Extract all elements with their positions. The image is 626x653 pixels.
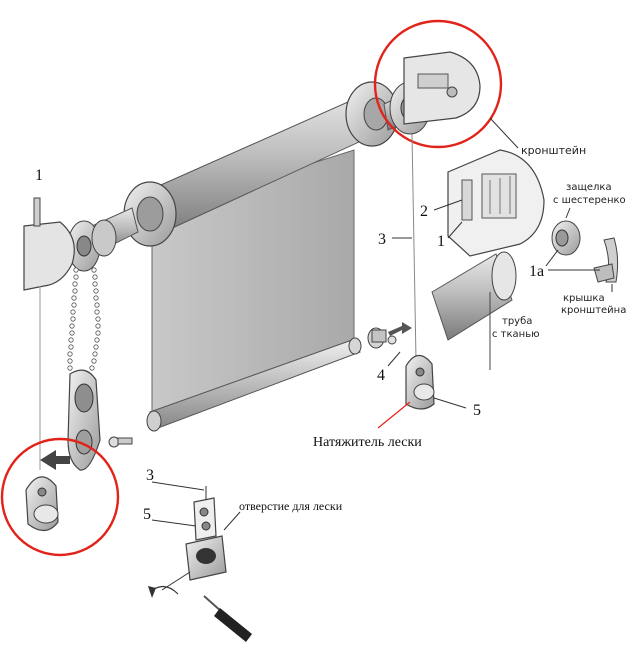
fabric-tube-detail <box>431 251 517 370</box>
leader-bracket-detail <box>489 117 519 149</box>
direction-arrow-left <box>40 450 70 470</box>
label-tube-2: с тканью <box>492 329 540 340</box>
callout-3-bottom: 3 <box>146 467 154 484</box>
leader-3-bottom <box>151 481 205 491</box>
line-tensioner-circled <box>25 476 59 532</box>
label-tensioner: Натяжитель лески <box>313 435 422 450</box>
leader-line-hole <box>223 511 241 531</box>
right-bracket-top <box>403 51 481 125</box>
line-stopper <box>367 322 412 349</box>
leader-1-right <box>447 221 463 239</box>
label-bracket: кронштейн <box>521 144 586 157</box>
chain-connector <box>108 436 133 448</box>
left-bracket <box>23 197 75 470</box>
bottom-bar <box>146 337 362 432</box>
leader-tensioner-label <box>377 401 411 429</box>
callout-5-right: 5 <box>473 402 481 419</box>
highlight-circle-top <box>373 19 503 149</box>
leader-4 <box>387 351 401 367</box>
highlight-circle-bottom <box>0 437 120 557</box>
callout-2: 2 <box>420 203 428 220</box>
latch-gear <box>551 220 581 256</box>
leader-5-bottom <box>151 519 197 527</box>
callout-4: 4 <box>377 367 385 384</box>
label-cap-1: крышка <box>563 293 605 304</box>
leader-latch <box>565 207 571 219</box>
line-tensioner-right <box>405 354 435 410</box>
bracket-detail <box>447 149 545 257</box>
label-tube-1: труба <box>502 316 532 327</box>
callout-3-top: 3 <box>378 231 386 248</box>
bracket-cap <box>593 237 619 283</box>
guide-line-right <box>411 133 417 361</box>
callout-1a: 1а <box>529 263 544 280</box>
bead-chain <box>67 267 101 371</box>
leader-1a-latch <box>545 249 559 267</box>
callout-1-right: 1 <box>437 233 445 250</box>
tensioner-detail <box>185 497 227 581</box>
label-line-hole: отверстие для лески <box>239 499 343 513</box>
screwdriver-icon <box>203 595 252 642</box>
chain-weight <box>67 369 101 471</box>
callout-5-bottom: 5 <box>143 506 151 523</box>
leader-5-right <box>433 397 467 409</box>
callout-1-left: 1 <box>35 167 43 184</box>
label-latch-2: с шестеренкой <box>553 195 626 206</box>
leader-2 <box>433 199 463 211</box>
left-clutch-mechanism <box>67 207 139 272</box>
label-latch-1: защелка <box>566 182 612 193</box>
label-cap-2: кронштейна <box>561 305 626 316</box>
